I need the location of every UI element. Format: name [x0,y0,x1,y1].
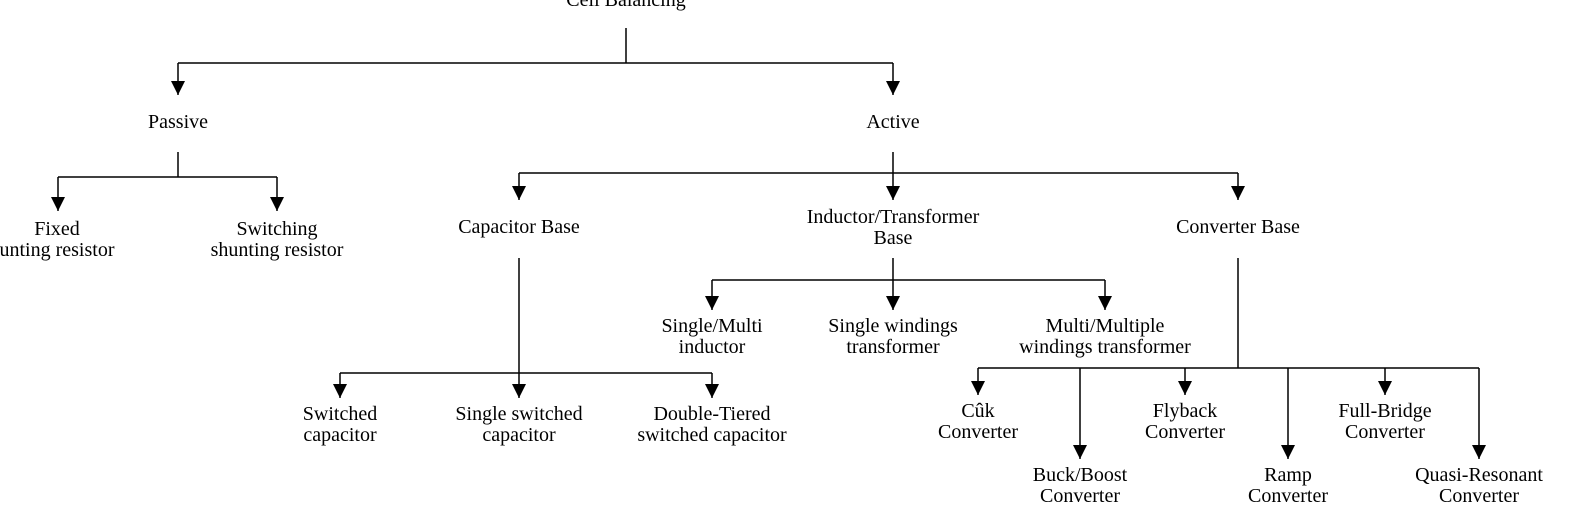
root-node-label: Cell Balancing [566,0,686,11]
inductor-transformer-base-label: Inductor/Transformer Base [806,206,980,249]
fixed-shunting-resistor-label: Fixed unting resistor [0,218,115,261]
ramp-converter-label: Ramp Converter [1248,464,1328,507]
double-tiered-switched-capacitor-label: Double-Tiered switched capacitor [637,403,787,446]
single-multi-inductor-label: Single/Multi inductor [661,315,763,358]
connector-inductor [712,258,1105,281]
capacitor-base-label: Capacitor Base [458,216,580,238]
flyback-converter-label: Flyback Converter [1145,400,1225,443]
connector-capacitor [340,258,712,374]
single-windings-transformer-label: Single windings transformer [828,315,958,358]
switching-shunting-resistor-label: Switching shunting resistor [210,218,344,261]
connector-converter [978,258,1479,369]
converter-base-label: Converter Base [1176,216,1300,238]
passive-node-label: Passive [148,111,208,133]
full-bridge-converter-label: Full-Bridge Converter [1338,400,1432,443]
buck-boost-converter-label: Buck/Boost Converter [1032,464,1128,507]
single-switched-capacitor-label: Single switched capacitor [455,403,583,446]
quasi-resonant-converter-label: Quasi-Resonant Converter [1415,464,1543,507]
connector-active [519,152,1238,174]
cuk-converter-label: Cûk Converter [938,400,1018,443]
multi-windings-transformer-label: Multi/Multiple windings transformer [1019,315,1191,358]
active-node-label: Active [866,111,920,133]
connector-root [178,28,893,64]
switched-capacitor-label: Switched capacitor [302,403,378,446]
connector-passive [58,152,277,178]
